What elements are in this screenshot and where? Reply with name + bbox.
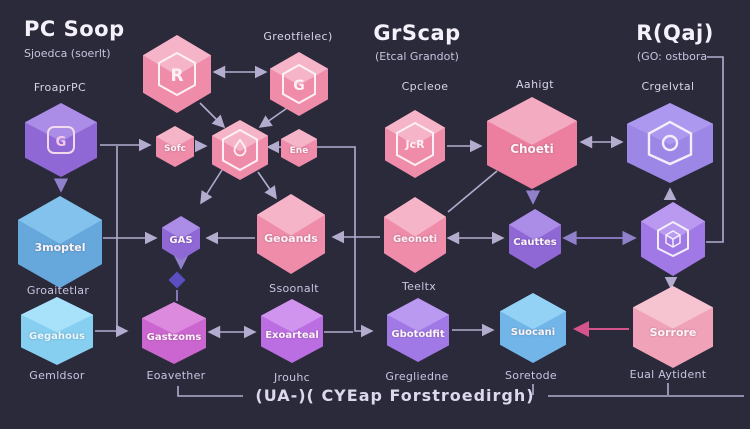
section-subtitle-center: (Etcal Grandot) [375,50,459,63]
jcr-logo-icon: JcR [396,121,434,167]
caption-gregliedne: Gregliedne [385,370,449,383]
node-label: Gastzoms [146,331,202,343]
caption-ssoonalt: Ssoonalt [269,282,319,295]
r-logo-icon: R [158,51,196,97]
caption-jrouhc: Jrouhc [273,371,311,384]
purple-connectors [53,178,637,301]
svg-text:R: R [170,66,183,86]
label-cpcleoe: Cpcleoe [401,80,449,93]
caption-eual-aytident: Eual Aytident [629,368,707,381]
node-label: Cauttes [513,237,557,249]
label-froaprpc: FroaprPC [33,81,87,94]
caption-soretode: Soretode [505,369,557,382]
g-logo-icon: G [282,63,316,105]
caption-groaitetlar: Groaitetlar [26,284,90,297]
node-label: Gegahous [29,330,85,342]
node-label: Sofc [164,144,186,155]
node-label: Suocani [510,327,556,339]
node-label: Gbotodfit [391,328,445,340]
section-title-center: GrScap [373,21,461,45]
bottom-caption: (UA-)( CYEap Forstroedirgh) [255,386,535,405]
cube-icon [657,220,689,258]
node-label: Exoarteal [265,329,319,341]
section-subtitle-right: (GO: ostbora [636,50,708,63]
caption-eoavether: Eoavether [146,369,206,382]
g-badge-icon: G [47,126,75,154]
caption-gemldsor: Gemldsor [29,369,85,382]
node-label: Geoands [264,232,318,246]
svg-text:JcR: JcR [404,138,425,151]
label-greotfielec: Greotfielec) [263,30,333,43]
hexagon-ring-icon [647,120,693,166]
section-subtitle-left: Sjoedca (soerlt) [24,47,111,60]
node-label: 3moptel [34,241,86,255]
caption-teeltx: Teeltx [401,280,437,293]
node-label: Sorrore [649,326,697,340]
svg-text:G: G [56,135,67,150]
section-title-left: PC Soop [24,17,125,41]
node-label: Geonoti [392,233,438,245]
node-label: Choeti [510,142,554,157]
droplet-icon [222,128,258,172]
section-title-right: R(Qaj) [636,21,714,45]
svg-text:G: G [293,78,305,94]
node-label: GAS [169,235,193,247]
label-crgelvtal: Crgelvtal [641,80,695,93]
node-label: Ene [289,145,309,156]
gray-connectors [95,56,744,397]
label-aahigt: Aahigt [516,78,554,91]
